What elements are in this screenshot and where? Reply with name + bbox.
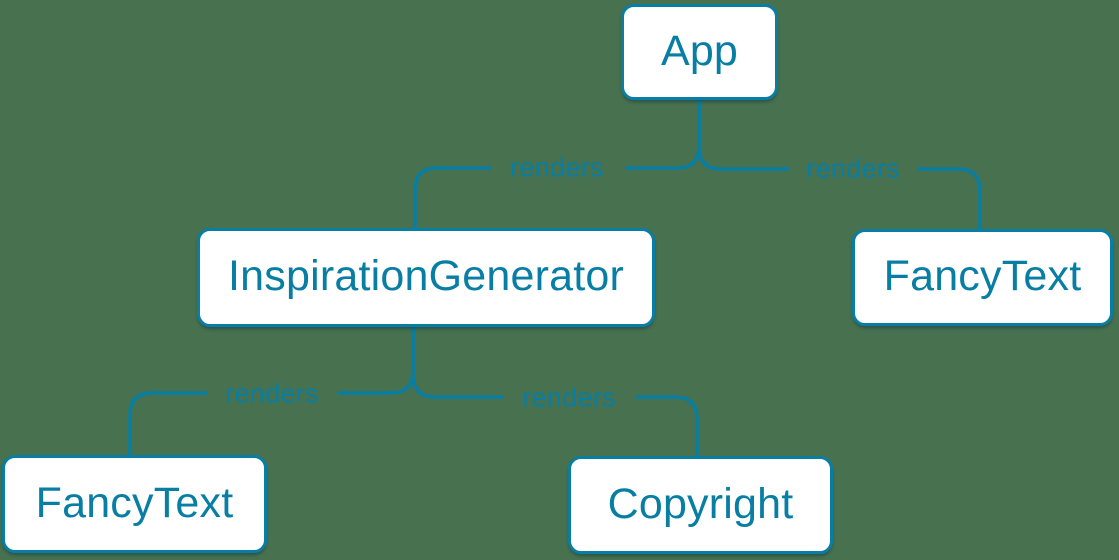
node-app-label: App [660,26,739,75]
node-app: App [621,4,778,100]
edge-inspirationgenerator-fancytext-line [338,326,415,395]
node-fancy-text-top-right: FancyText [852,229,1113,326]
edge-label-renders-app-fancytext: renders [806,153,900,184]
edge-app-fancytext-line [697,100,789,171]
edge-label-renders-app-inspirationgenerator: renders [510,152,604,183]
edge-inspirationgenerator-copyright-line [411,326,504,399]
node-fancy-text-bottom-left: FancyText [2,455,267,553]
node-copyright: Copyright [568,456,833,554]
edge-app-inspirationgenerator-line [413,166,491,229]
node-fancy-text-top-right-label: FancyText [883,252,1082,300]
edge-inspirationgenerator-fancytext-line [128,391,207,456]
node-inspiration-generator-label: InspirationGenerator [228,252,624,300]
node-fancy-text-bottom-left-label: FancyText [35,478,234,527]
edge-app-inspirationgenerator-line [625,100,701,170]
edge-app-fancytext-line [918,167,982,230]
edge-label-renders-inspirationgenerator-copyright: renders [522,382,616,413]
node-inspiration-generator: InspirationGenerator [197,228,655,327]
edge-inspirationgenerator-copyright-line [636,395,699,456]
edge-label-renders-inspirationgenerator-fancytext: renders [225,378,319,409]
node-copyright-label: Copyright [607,479,794,528]
